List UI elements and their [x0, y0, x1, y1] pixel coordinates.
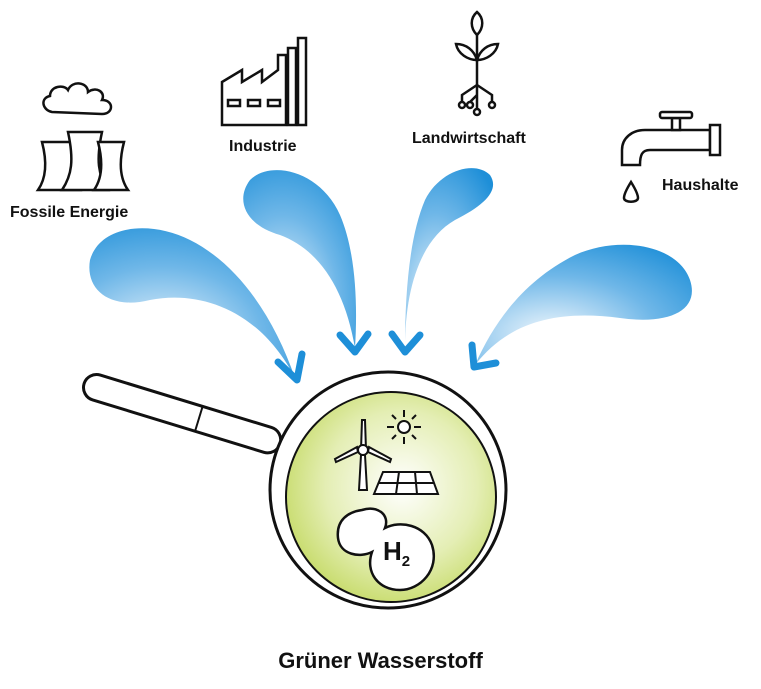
hydrogen-symbol: H — [383, 536, 402, 566]
hydrogen-subscript: 2 — [401, 553, 411, 571]
sun-icon — [387, 410, 421, 444]
water-drop-fossil — [89, 228, 306, 384]
wind-turbine-icon — [333, 419, 393, 491]
solar-panel-icon — [372, 471, 440, 495]
water-drop-households — [468, 244, 692, 371]
label-households: Haushalte — [662, 177, 739, 194]
water-tap-icon — [620, 110, 722, 203]
water-drop-industry — [243, 170, 372, 356]
label-agriculture: Landwirtschaft — [412, 130, 526, 147]
label-fossil-energy: Fossile Energie — [10, 204, 129, 221]
plant-icon — [454, 10, 500, 117]
factory-icon — [220, 36, 308, 127]
water-drop-agriculture — [388, 168, 494, 356]
power-plant-icon — [35, 82, 131, 192]
label-industry: Industrie — [229, 138, 297, 155]
magnifying-glass-icon — [82, 370, 508, 610]
hydrogen-label: H2 — [383, 536, 410, 570]
diagram-title: Grüner Wasserstoff — [278, 648, 483, 673]
hydrogen-molecule-icon — [336, 507, 435, 592]
